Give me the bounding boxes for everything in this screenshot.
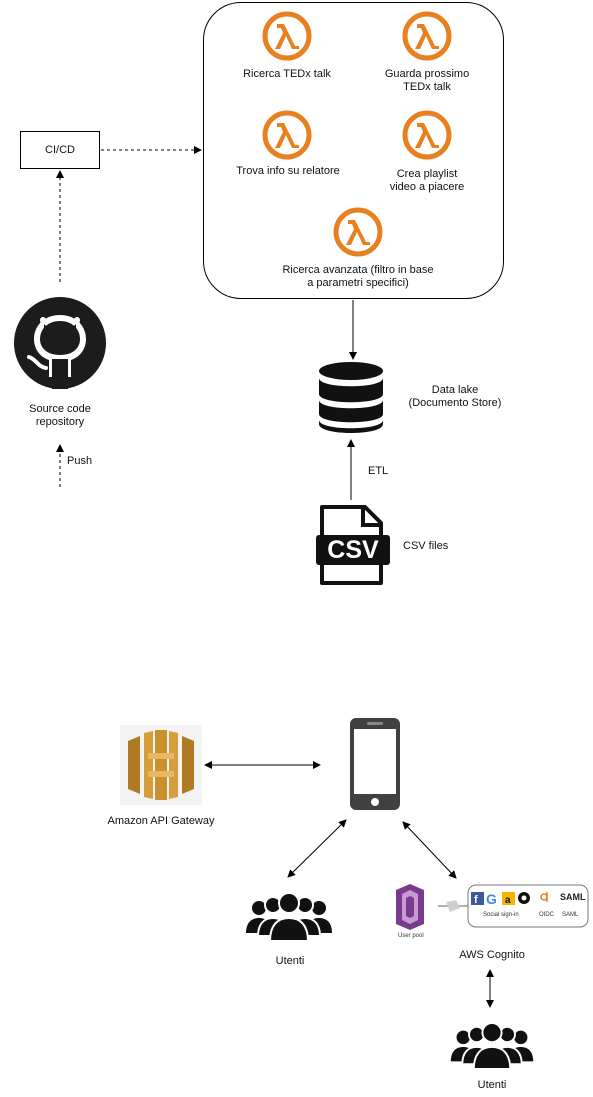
lambda-label-text: Trova info su relatore — [236, 165, 340, 177]
lambda-icon — [402, 110, 452, 160]
lambda-label-guarda: Guarda prossimo TEDx talk — [362, 68, 492, 94]
lambda-label-relatore: Trova info su relatore — [218, 165, 358, 178]
svg-text:f: f — [474, 894, 478, 906]
csv-file-icon: CSV — [313, 505, 391, 585]
lambda-label-line1: Ricerca avanzata (filtro in base — [282, 264, 434, 276]
lambda-label-line2: TEDx talk — [403, 81, 451, 93]
api-gateway-label-text: Amazon API Gateway — [107, 815, 215, 827]
lambda-functions-group — [203, 2, 504, 299]
lambda-label-line1: Guarda prossimo — [384, 68, 470, 80]
api-gateway-label: Amazon API Gateway — [96, 815, 226, 828]
lambda-icon — [402, 11, 452, 61]
cicd-box: CI/CD — [20, 131, 100, 169]
saml-label: SAML — [562, 912, 579, 918]
lambda-label-line1: Crea playlist — [396, 168, 458, 180]
user-pool-label: User pool — [398, 933, 424, 939]
phone-cognito-arrow — [402, 821, 457, 879]
repo-label: Source code repository — [10, 403, 110, 429]
csv-label: CSV files — [403, 540, 448, 553]
users-left-label-text: Utenti — [275, 955, 305, 967]
push-label: Push — [67, 455, 92, 468]
cognito-label: AWS Cognito — [432, 949, 552, 962]
lambda-label-avanzata: Ricerca avanzata (filtro in base a param… — [263, 264, 453, 290]
social-signin-label: Social sign-in — [483, 912, 519, 918]
saml-badge: SAML — [560, 892, 586, 902]
datalake-label-line1: Data lake — [431, 384, 479, 396]
repo-label-line2: repository — [35, 416, 85, 428]
datalake-label: Data lake (Documento Store) — [390, 384, 520, 410]
users-bottom-label: Utenti — [452, 1079, 532, 1092]
lambda-label-line2: video a piacere — [389, 181, 465, 193]
csv-file-icon-text: CSV — [327, 535, 379, 564]
cognito-icon: f G a SAML Social sign-in OIDC SAML User… — [390, 882, 590, 944]
lambda-icon — [333, 207, 383, 257]
oidc-label: OIDC — [539, 912, 554, 918]
smartphone-icon — [350, 718, 400, 810]
database-icon — [319, 362, 383, 433]
users-icon — [246, 893, 332, 941]
lambda-label-ricerca: Ricerca TEDx talk — [222, 68, 352, 81]
etl-label: ETL — [368, 465, 388, 478]
phone-users-arrow — [287, 819, 347, 878]
lambda-label-line2: a parametri specifici) — [307, 277, 409, 289]
push-label-text: Push — [67, 455, 93, 467]
lambda-label-playlist: Crea playlist video a piacere — [362, 168, 492, 194]
users-bottom-label-text: Utenti — [477, 1079, 507, 1091]
users-icon — [450, 1023, 534, 1069]
github-icon — [14, 297, 106, 389]
svg-text:a: a — [505, 895, 511, 906]
csv-label-text: CSV files — [403, 540, 449, 552]
cognito-graphic: f G a — [396, 884, 589, 930]
cicd-label: CI/CD — [45, 144, 75, 156]
svg-text:G: G — [486, 891, 497, 907]
datalake-label-line2: (Documento Store) — [408, 397, 502, 409]
users-left-label: Utenti — [250, 955, 330, 968]
lambda-label-text: Ricerca TEDx talk — [243, 68, 331, 80]
cognito-label-text: AWS Cognito — [459, 949, 525, 961]
etl-label-text: ETL — [368, 465, 389, 477]
api-gateway-icon — [120, 725, 202, 805]
lambda-icon — [262, 11, 312, 61]
csv-file-shape — [316, 505, 390, 585]
lambda-icon — [262, 110, 312, 160]
repo-label-line1: Source code — [29, 403, 91, 415]
